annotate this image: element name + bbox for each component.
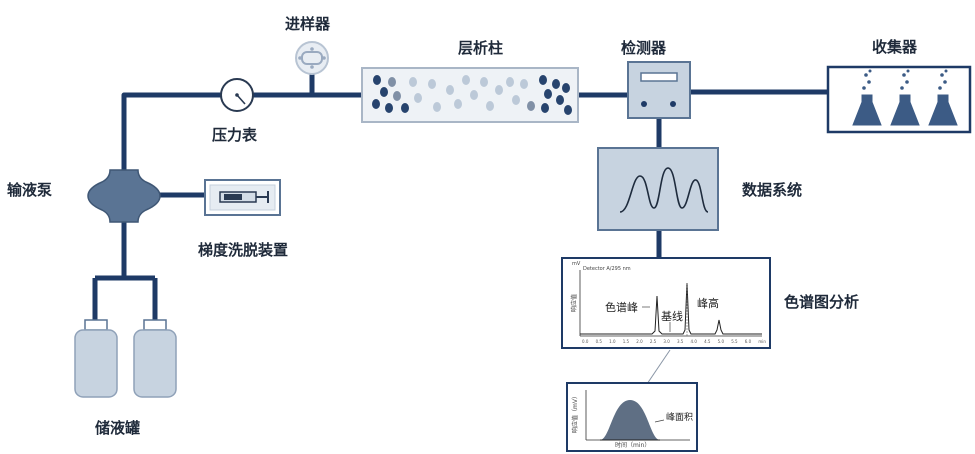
chrom-height-label: 峰高 bbox=[697, 297, 719, 310]
chrom-x-tick: 4.5 bbox=[704, 339, 711, 344]
chrom-x-tick: 0.0 bbox=[582, 339, 589, 344]
chrom-x-tick: 2.0 bbox=[636, 339, 643, 344]
chrom-x-tick: 3.0 bbox=[663, 339, 670, 344]
chrom-peak-label: 色谱峰 bbox=[605, 301, 638, 314]
gradient-elution-device bbox=[204, 179, 281, 216]
chromatography-column bbox=[361, 67, 579, 123]
peak-zoom-panel bbox=[566, 382, 698, 452]
chromatogram-panel bbox=[561, 257, 771, 349]
chrom-y-label: 响应值 bbox=[571, 293, 579, 313]
chrom-y-unit: mV bbox=[572, 261, 581, 267]
chrom-x-tick: 4.0 bbox=[690, 339, 697, 344]
pressure-gauge bbox=[220, 78, 254, 112]
chrom-baseline-label: 基线 bbox=[661, 310, 683, 323]
reservoir-label: 储液罐 bbox=[95, 419, 141, 437]
chrom-x-ticks: 0.0 0.5 1.0 1.5 2.0 2.5 3.0 3.5 4.0 4.5 5.0 5.5 6.0 m… bbox=[582, 339, 766, 347]
flask-2 bbox=[890, 69, 920, 126]
pipe-pump-to-reservoirs bbox=[92, 222, 158, 320]
peak-area-label: 峰面积 bbox=[666, 413, 694, 423]
injector bbox=[295, 41, 329, 75]
data-system bbox=[597, 147, 719, 231]
chrom-x-tick: 1.0 bbox=[609, 339, 616, 344]
detector bbox=[627, 61, 691, 119]
gradient-label: 梯度洗脱装置 bbox=[198, 241, 289, 259]
flask-1 bbox=[852, 69, 882, 126]
chrom-x-tick: 5.0 bbox=[717, 339, 724, 344]
chrom-x-tick: min bbox=[758, 339, 766, 344]
column-label: 层析柱 bbox=[458, 39, 504, 57]
chrom-x-tick: 1.5 bbox=[622, 339, 630, 344]
detector-label: 检测器 bbox=[621, 39, 667, 57]
pump-label: 输液泵 bbox=[7, 181, 53, 199]
pipe-pump-to-gauge bbox=[121, 92, 222, 170]
chrom-header: Detector A/295 nm bbox=[583, 266, 631, 272]
chrom-x-tick: 6.0 bbox=[744, 339, 752, 344]
fraction-collector bbox=[826, 65, 972, 134]
peak-zoom-x-label: 时间（min） bbox=[615, 442, 651, 449]
peak-area-fill bbox=[600, 400, 660, 440]
chrom-x-tick: 5.5 bbox=[731, 339, 738, 344]
solvent-reservoir-left bbox=[74, 319, 118, 398]
zoom-connector bbox=[646, 349, 671, 385]
chrom-analysis-label: 色谱图分析 bbox=[784, 293, 860, 311]
chrom-x-tick: 3.5 bbox=[676, 339, 684, 344]
pipe-network bbox=[92, 70, 828, 320]
data-system-label: 数据系统 bbox=[742, 181, 803, 199]
flask-3 bbox=[928, 69, 958, 126]
solvent-reservoir-right bbox=[133, 319, 177, 398]
injector-label: 进样器 bbox=[285, 15, 331, 33]
liquid-pump bbox=[87, 169, 161, 223]
chrom-x-tick: 0.5 bbox=[595, 339, 602, 344]
peak-zoom-y-label: 响应值（mV） bbox=[571, 393, 579, 433]
pressure-gauge-label: 压力表 bbox=[212, 126, 258, 144]
chrom-x-tick: 2.5 bbox=[649, 339, 657, 344]
collector-label: 收集器 bbox=[872, 38, 918, 56]
column-particles bbox=[372, 75, 572, 115]
